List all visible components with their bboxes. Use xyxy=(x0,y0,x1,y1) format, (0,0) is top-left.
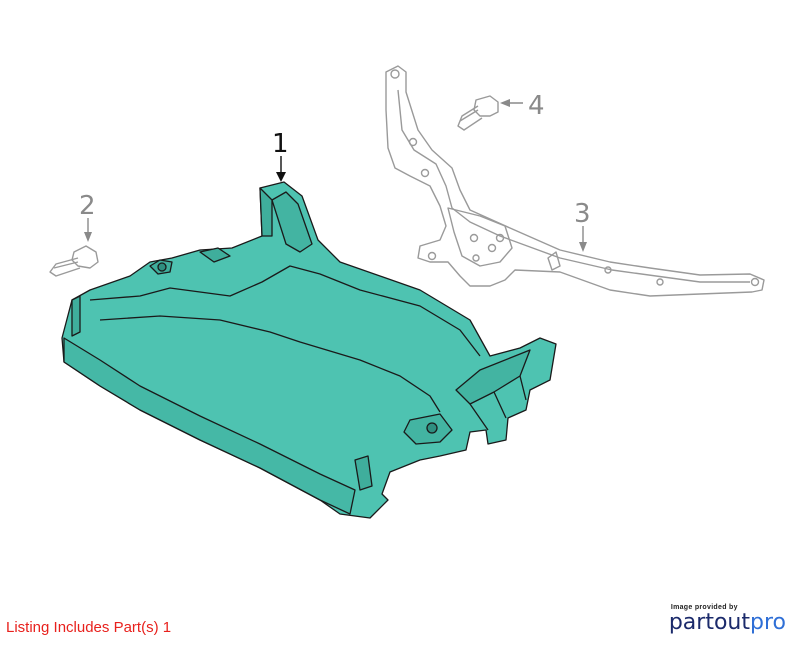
part-4-bolt xyxy=(457,95,499,131)
brand-name-part1: partout xyxy=(668,610,750,635)
part-2-bolt xyxy=(49,245,99,277)
image-provided-by: Image provided by xyxy=(670,604,738,611)
leader-lines xyxy=(84,99,587,252)
part-1-subframe xyxy=(61,181,557,519)
callout-3: 3 xyxy=(574,199,591,229)
listing-includes-note: Listing Includes Part(s) 1 xyxy=(6,619,172,636)
callout-2: 2 xyxy=(79,191,96,221)
brand-name-part2: pro xyxy=(750,610,786,635)
callout-4: 4 xyxy=(528,91,545,121)
callout-1: 1 xyxy=(272,129,289,159)
part-3-brace xyxy=(385,65,765,297)
brand-logo: Image provided by partoutpro xyxy=(669,604,786,635)
brand-name: partoutpro xyxy=(669,611,786,635)
